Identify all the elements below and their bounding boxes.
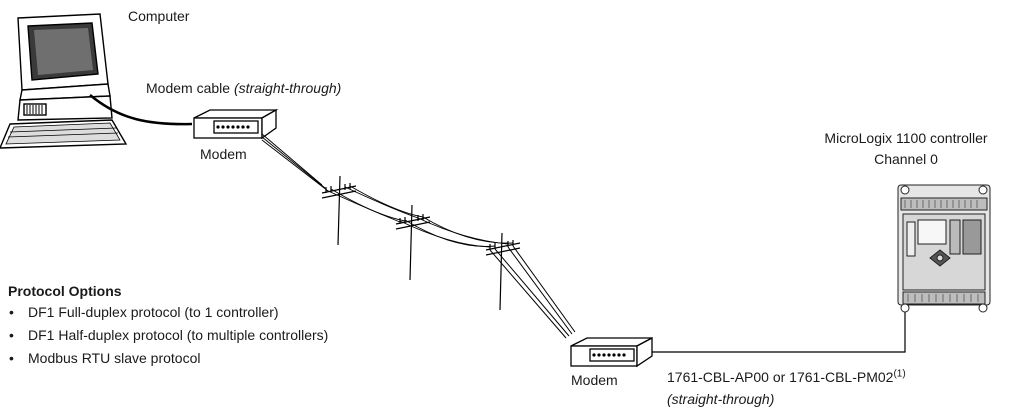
cable-note-label: (straight-through) bbox=[667, 391, 775, 407]
cable-footnote: (1) bbox=[893, 368, 906, 380]
computer-label: Computer bbox=[128, 8, 190, 24]
utility-poles bbox=[321, 175, 521, 311]
modem-cable-text: Modem cable bbox=[146, 80, 231, 96]
controller-icon bbox=[897, 184, 991, 313]
modem-right-icon bbox=[570, 336, 653, 368]
protocol-item: Modbus RTU slave protocol bbox=[8, 349, 328, 368]
phone-drop-right bbox=[489, 245, 576, 339]
modem-left-icon bbox=[193, 108, 279, 140]
modem-left-label: Modem bbox=[200, 146, 247, 162]
computer-icon bbox=[0, 13, 128, 149]
modem-right-label: Modem bbox=[571, 372, 618, 388]
cable-part-text: 1761-CBL-AP00 or 1761-CBL-PM02 bbox=[667, 369, 894, 385]
controller-name-label: MicroLogix 1100 controller bbox=[824, 130, 988, 146]
controller-channel-label: Channel 0 bbox=[874, 151, 938, 167]
phone-wires bbox=[325, 185, 514, 248]
modem-cable-note: (straight-through) bbox=[233, 80, 342, 96]
cable-part-label: 1761-CBL-AP00 or 1761-CBL-PM02(1) bbox=[667, 369, 906, 386]
protocol-options: Protocol Options DF1 Full-duplex protoco… bbox=[8, 282, 328, 372]
modem-cable-label: Modem cable (straight-through) bbox=[146, 80, 341, 97]
protocol-options-title: Protocol Options bbox=[8, 283, 122, 299]
phone-drop-left bbox=[261, 133, 329, 192]
controller-cable-line bbox=[652, 247, 918, 353]
protocol-item: DF1 Full-duplex protocol (to 1 controlle… bbox=[8, 303, 328, 322]
protocol-item: DF1 Half-duplex protocol (to multiple co… bbox=[8, 326, 328, 345]
protocol-list: DF1 Full-duplex protocol (to 1 controlle… bbox=[8, 303, 328, 368]
modem-cable-line bbox=[89, 94, 193, 126]
